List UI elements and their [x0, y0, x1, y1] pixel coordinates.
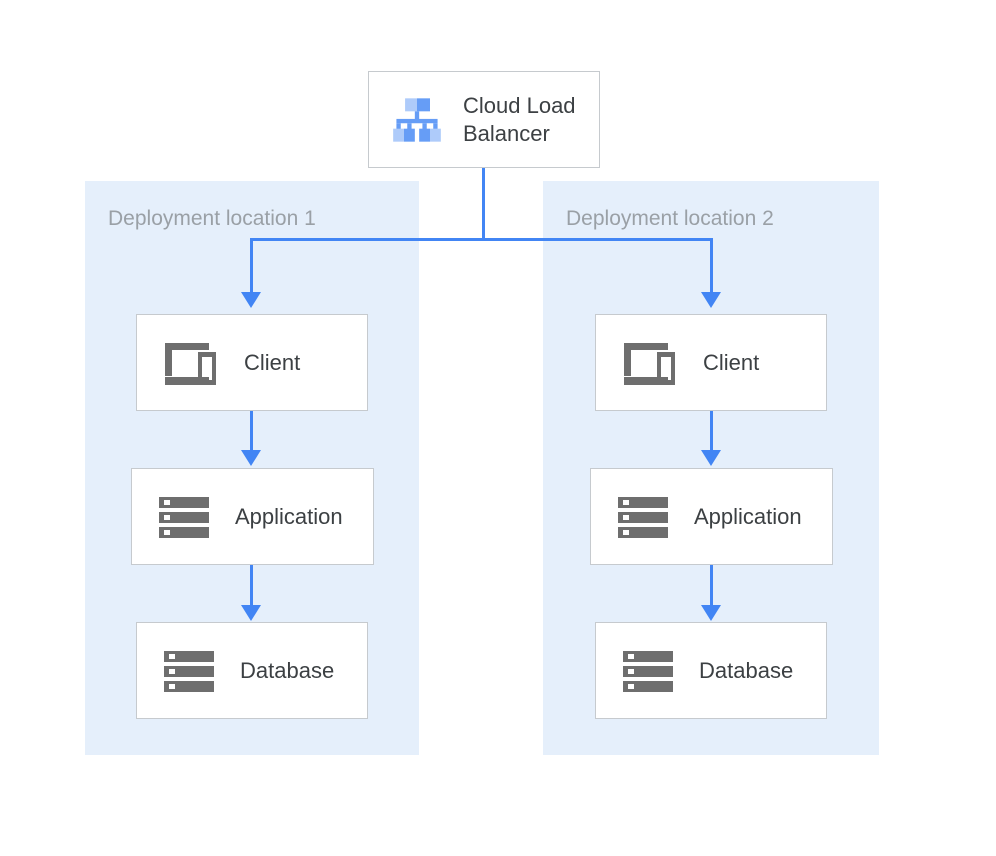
- node-application-1-label: Application: [235, 503, 343, 529]
- cloud-load-balancer-icon: [391, 94, 443, 146]
- connector-application-to-database-2: [710, 565, 713, 609]
- deployment-zone-2-label: Deployment location 2: [566, 207, 774, 230]
- server-stack-icon: [162, 646, 218, 696]
- connector-lb-stem: [482, 167, 485, 241]
- connector-lb-to-zone2: [710, 238, 713, 294]
- arrowhead-lb-to-zone2: [701, 292, 721, 308]
- connector-lb-to-zone1: [250, 238, 253, 294]
- node-client-1-label: Client: [244, 349, 301, 375]
- node-application-1[interactable]: Application: [131, 468, 374, 565]
- server-stack-icon: [616, 492, 672, 542]
- connector-client-to-application-2: [710, 411, 713, 454]
- node-application-2[interactable]: Application: [590, 468, 833, 565]
- node-cloud-load-balancer[interactable]: Cloud Load Balancer: [368, 71, 600, 168]
- arrowhead-lb-to-zone1: [241, 292, 261, 308]
- arrowhead-client-to-application-1: [241, 450, 261, 466]
- node-client-1[interactable]: Client: [136, 314, 368, 411]
- client-devices-icon: [162, 338, 222, 388]
- node-database-2[interactable]: Database: [595, 622, 827, 719]
- client-devices-icon: [621, 338, 681, 388]
- node-database-1[interactable]: Database: [136, 622, 368, 719]
- arrowhead-application-to-database-1: [241, 605, 261, 621]
- deployment-zone-1-label: Deployment location 1: [108, 207, 316, 230]
- node-application-2-label: Application: [694, 503, 802, 529]
- server-stack-icon: [157, 492, 213, 542]
- arrowhead-application-to-database-2: [701, 605, 721, 621]
- connector-client-to-application-1: [250, 411, 253, 454]
- connector-application-to-database-1: [250, 565, 253, 609]
- connector-lb-bus: [250, 238, 713, 241]
- server-stack-icon: [621, 646, 677, 696]
- node-database-2-label: Database: [699, 657, 794, 683]
- arrowhead-client-to-application-2: [701, 450, 721, 466]
- node-client-2-label: Client: [703, 349, 760, 375]
- node-client-2[interactable]: Client: [595, 314, 827, 411]
- node-database-1-label: Database: [240, 657, 335, 683]
- node-cloud-load-balancer-label: Cloud Load Balancer: [463, 93, 576, 146]
